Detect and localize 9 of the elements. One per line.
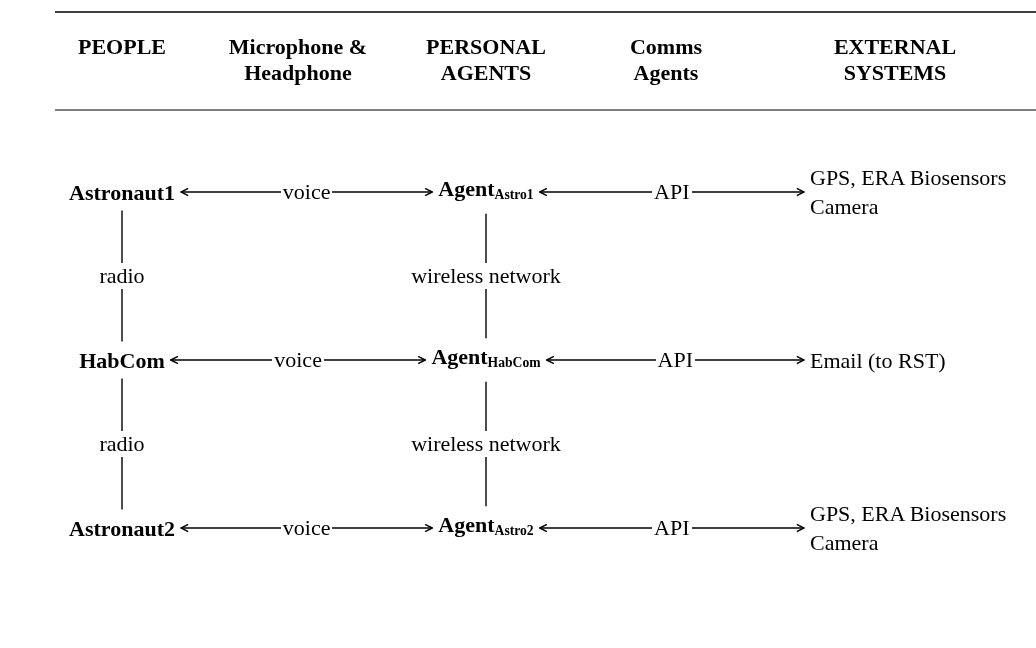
column-header: Microphone & Headphone <box>227 34 369 86</box>
column-header: EXTERNAL SYSTEMS <box>832 34 958 86</box>
edge-label: wireless network <box>409 263 563 289</box>
edge-label: radio <box>97 263 147 289</box>
column-header: Comms Agents <box>628 34 704 86</box>
column-header: PEOPLE <box>77 34 167 60</box>
edge-label: wireless network <box>409 431 563 457</box>
edge-label: radio <box>97 431 147 457</box>
column-header: PERSONAL AGENTS <box>425 34 547 86</box>
